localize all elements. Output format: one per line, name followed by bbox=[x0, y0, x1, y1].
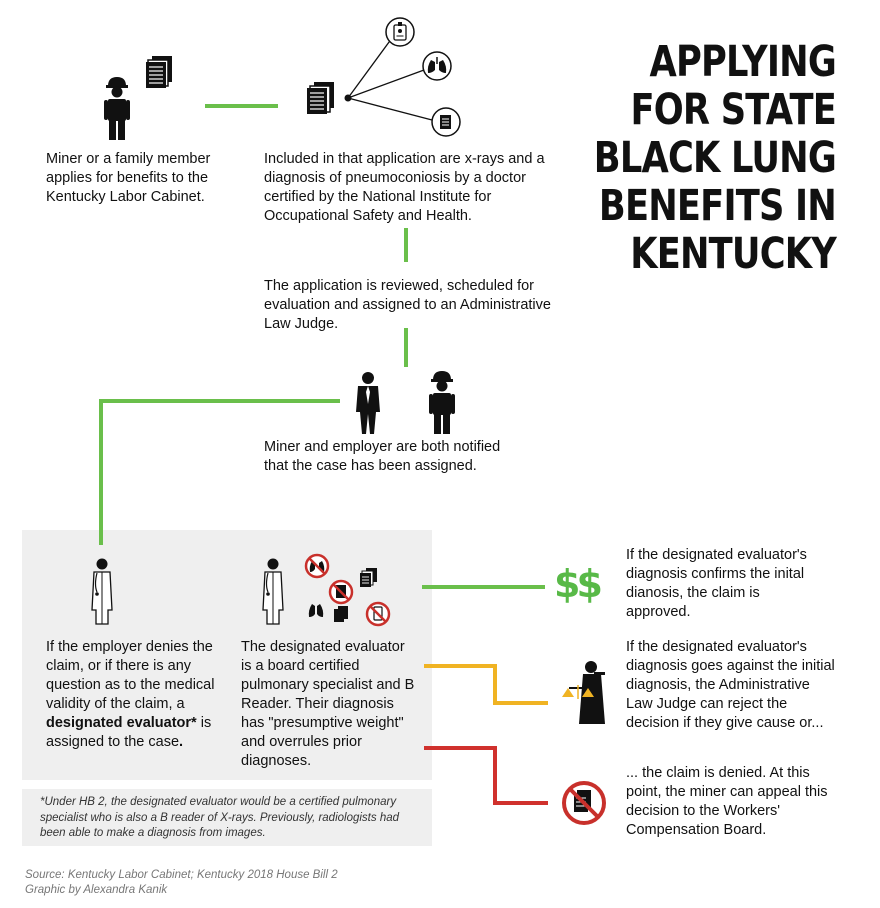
footnote: *Under HB 2, the designated evaluator wo… bbox=[40, 796, 400, 839]
designated-evaluator-term: designated evaluator* bbox=[46, 715, 197, 731]
no-badge-icon bbox=[365, 601, 391, 627]
step-evaluator: The designated evaluator is a board cert… bbox=[241, 639, 415, 769]
title-line: BLACK LUNG bbox=[593, 133, 837, 183]
documents-icon bbox=[146, 56, 172, 88]
outcome-judge: If the designated evaluator's diagnosis … bbox=[626, 639, 835, 731]
miner-icon bbox=[104, 77, 130, 140]
document-icon bbox=[431, 107, 461, 137]
step-notified: Miner and employer are both notified tha… bbox=[264, 439, 501, 474]
connector-to-evaluation bbox=[99, 399, 340, 545]
page-title: APPLYING FOR STATE BLACK LUNG BENEFITS I… bbox=[590, 37, 837, 279]
employer-denies-text: is assigned to the case bbox=[46, 715, 212, 750]
documents-icon bbox=[307, 82, 334, 114]
connector-denied bbox=[424, 746, 548, 805]
credit-line: Graphic by Alexandra Kanik bbox=[25, 883, 168, 896]
title-line: APPLYING bbox=[649, 37, 837, 87]
footnote-panel bbox=[22, 789, 432, 846]
no-document-icon bbox=[328, 579, 354, 605]
employer-denies-end: . bbox=[179, 734, 184, 750]
source-line: Source: Kentucky Labor Cabinet; Kentucky… bbox=[25, 869, 338, 881]
lungs-icon bbox=[422, 51, 452, 81]
title-line: FOR STATE bbox=[630, 85, 836, 135]
employer-denies-text: If the employer denies the claim, or if … bbox=[46, 639, 215, 712]
documents-icon bbox=[334, 606, 348, 622]
dollar-icon: $$ bbox=[554, 562, 603, 606]
documents-icon bbox=[360, 568, 377, 587]
businessman-icon bbox=[356, 372, 380, 434]
judge-icon bbox=[562, 661, 605, 724]
doctor-icon bbox=[262, 558, 284, 625]
id-badge-icon bbox=[385, 17, 415, 47]
no-lungs-icon bbox=[304, 553, 330, 579]
doctor-icon bbox=[91, 558, 113, 625]
step-application-contents: Included in that application are x-rays … bbox=[264, 151, 545, 224]
step-miner-applies: Miner or a family member applies for ben… bbox=[46, 151, 211, 205]
lungs-icon bbox=[308, 604, 324, 617]
outcome-approved: If the designated evaluator's diagnosis … bbox=[626, 547, 807, 620]
source-credit: Source: Kentucky Labor Cabinet; Kentucky… bbox=[25, 868, 425, 897]
outcome-denied: ... the claim is denied. At this point, … bbox=[626, 765, 828, 838]
denied-document-icon bbox=[562, 781, 606, 825]
connector-judge bbox=[424, 664, 548, 705]
title-line: KENTUCKY bbox=[630, 229, 837, 279]
step-employer-denies: If the employer denies the claim, or if … bbox=[46, 638, 226, 752]
step-review: The application is reviewed, scheduled f… bbox=[264, 278, 551, 332]
miner-icon bbox=[429, 371, 455, 434]
title-line: BENEFITS IN bbox=[598, 181, 837, 231]
